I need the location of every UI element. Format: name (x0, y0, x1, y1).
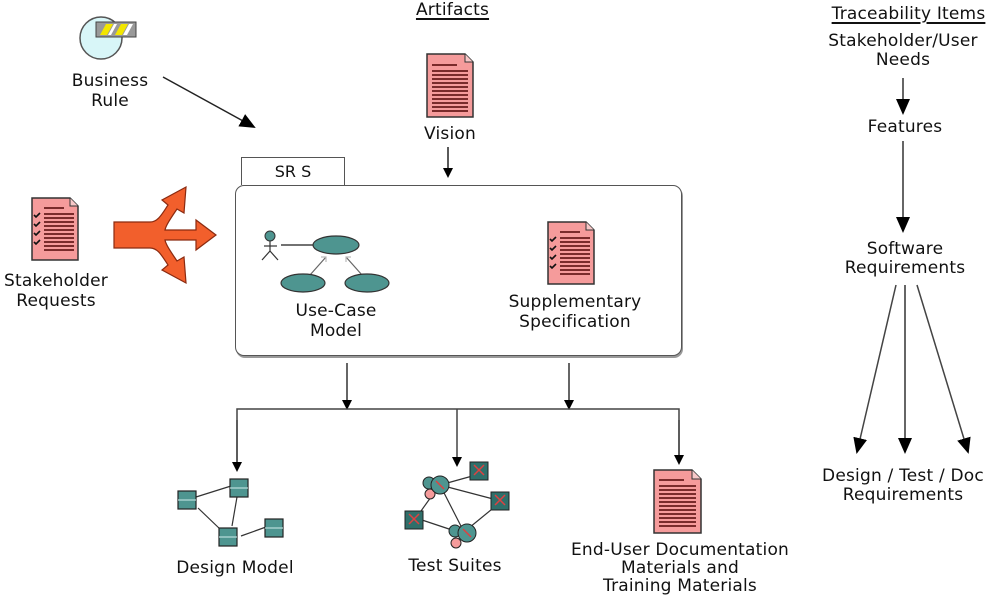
vision-document-icon (426, 53, 474, 118)
design-model-icon (177, 478, 284, 547)
stakeholder-requests-label-line1: Stakeholder (4, 271, 108, 291)
artifacts-header: Artifacts (415, 0, 490, 20)
end-user-document-icon (653, 469, 702, 534)
trace-item-design-test-doc-line1: Design / Test / Doc (822, 466, 984, 486)
business-rule-label-line2: Rule (91, 91, 129, 111)
trace-item-needs-line1: Stakeholder/User (828, 31, 978, 51)
stakeholder-requests-label-line2: Requests (16, 291, 96, 311)
trace-item-software: Software Requirements (830, 240, 980, 278)
use-case-model-label-line1: Use-Case (295, 301, 377, 321)
end-user-docs-label-line1: End-User Documentation (570, 540, 790, 560)
srs-tab-label: SR S (274, 162, 312, 181)
business-rule-icon (79, 16, 137, 60)
distribution-bus (236, 408, 680, 470)
design-model-label: Design Model (176, 558, 294, 578)
vision-label: Vision (424, 124, 476, 144)
trace-item-features: Features (867, 117, 943, 137)
supplementary-spec-label-line1: Supplementary (508, 292, 642, 312)
stakeholder-requests-label: Stakeholder Requests (0, 271, 116, 311)
end-user-docs-label-line2: Materials and (621, 558, 739, 578)
business-rule-label-line1: Business (71, 71, 149, 91)
trace-arrow-software-to-design (853, 284, 897, 454)
traceability-header: Traceability Items (831, 4, 986, 24)
use-case-model-label: Use-Case Model (276, 301, 396, 341)
trace-item-design-test-doc-line2: Requirements (842, 485, 964, 505)
trace-item-software-line2: Requirements (844, 258, 966, 278)
business-rule-label: Business Rule (50, 71, 170, 111)
supplementary-spec-label-line2: Specification (519, 312, 631, 332)
end-user-docs-label: End-User Documentation Materials and Tra… (550, 541, 810, 595)
trace-arrow-software-to-doc (916, 284, 971, 454)
arrow-business-rule-to-srs (162, 76, 256, 128)
trace-item-software-line1: Software (866, 239, 944, 259)
trace-item-needs-line2: Needs (875, 50, 931, 70)
supplementary-spec-label: Supplementary Specification (495, 292, 655, 332)
use-case-model-label-line2: Model (309, 321, 363, 341)
trace-item-design-test-doc: Design / Test / Doc Requirements (808, 467, 998, 505)
srs-package (235, 185, 682, 356)
trace-item-needs: Stakeholder/User Needs (812, 32, 994, 70)
srs-tab: SR S (241, 157, 345, 185)
end-user-docs-label-line3: Training Materials (602, 576, 757, 596)
split-arrow-icon (113, 185, 217, 285)
stakeholder-requests-document-icon (31, 197, 79, 261)
test-suites-icon (404, 461, 510, 549)
test-suites-label: Test Suites (408, 556, 502, 576)
